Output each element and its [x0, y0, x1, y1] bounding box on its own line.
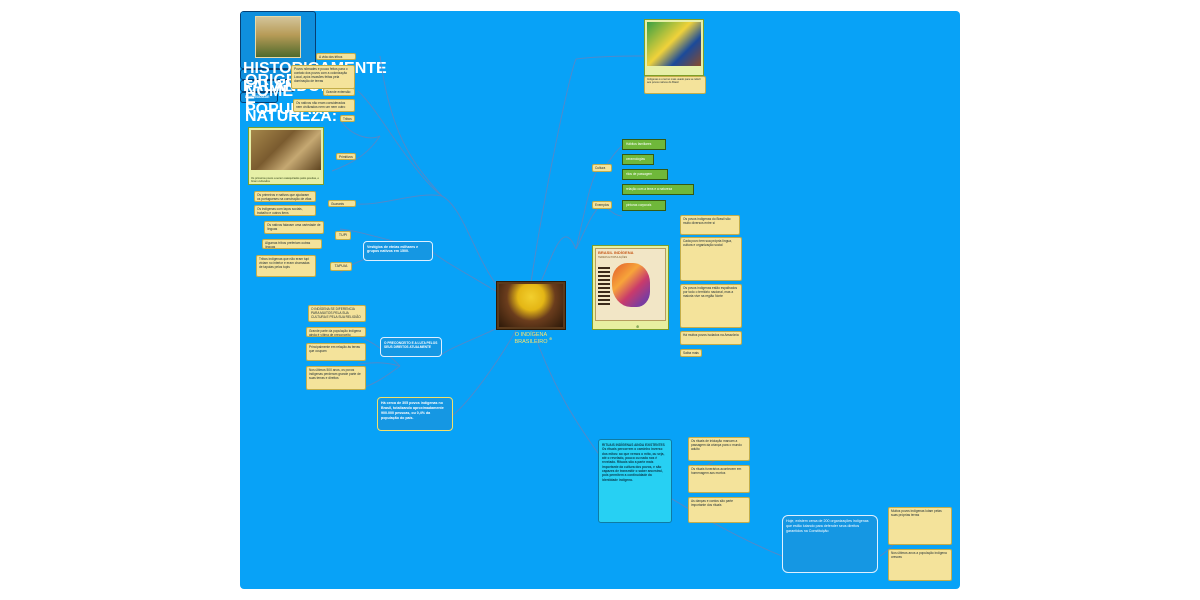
origem-item-3[interactable]: Grande extensão de: [323, 88, 355, 96]
forest-painting: [255, 16, 301, 58]
tapuia-node[interactable]: TAPUIA: [330, 262, 352, 271]
indigenous-chief-photo: [499, 284, 563, 327]
diversidade-note-3[interactable]: Os povos indígenas estão espalhados por …: [680, 284, 742, 328]
rituais-note-2[interactable]: Os rituais funerários acontecem em homen…: [688, 465, 750, 493]
root-image[interactable]: [496, 281, 566, 330]
jesuit-image-card[interactable]: Os primeiros povos a serem catequizados …: [248, 127, 324, 185]
vestigios-note-3[interactable]: Tribos indígenas que não eram tupi vivia…: [256, 255, 316, 277]
diversidade-node[interactable]: DIVERSIDADE: [240, 92, 278, 103]
rituais-text: Os rituais percorrem o caminho inverso d…: [602, 447, 665, 482]
green-item-5[interactable]: pinturas corporais: [622, 200, 666, 211]
link-icon[interactable]: ⊕: [246, 105, 249, 110]
green-item-1[interactable]: Hábitos familiares: [622, 139, 666, 150]
preconceito-note-2[interactable]: Grande parte da população indígena ainda…: [306, 327, 366, 337]
nome-popular-node[interactable]: NOME POPULAR:⇗: [240, 80, 329, 133]
preconceito-node[interactable]: O PRECONCEITO E A LUTA PELOS SEUS DIREIT…: [380, 337, 442, 357]
root-title[interactable]: O INDÍGENA BRASILEIRO: [514, 332, 548, 346]
diversidade-note-1[interactable]: Os povos indígenas do Brasil são muito d…: [680, 215, 740, 235]
populacao-node[interactable]: Há cerca de 305 povos indígenas no Brasi…: [377, 397, 453, 431]
vestigios-note-1[interactable]: Os nativos falavam uma variedade de líng…: [264, 221, 324, 234]
hoje-node[interactable]: Hoje, existem cerca de 200 organizações …: [782, 515, 878, 573]
origem-item-4[interactable]: Os nativos não eram considerados nem civ…: [293, 99, 355, 112]
rituais-title: RITUAIS INDÍGENAS AINDA EXISTENTES: [602, 443, 665, 447]
exemplos-node[interactable]: Exemplos: [592, 201, 612, 209]
origem-item-2[interactable]: Povos nômades e pouco feitos para o cont…: [291, 65, 355, 89]
green-item-4[interactable]: relação com a terra e a natureza: [622, 184, 694, 195]
hoje-note-2[interactable]: Nos últimos anos a população indígena cr…: [888, 549, 952, 581]
green-item-2[interactable]: ceramologias: [622, 154, 654, 165]
preconceito-note-1[interactable]: O INDÍGENA SE DIFERENCIA PARA MUITOS PEL…: [308, 305, 366, 322]
brasil-indigena-map[interactable]: BRASIL INDÍGENA TERRAS E POPULAÇÕES ⊕: [592, 245, 669, 330]
brazil-map-shape: [612, 263, 650, 307]
hoje-note-1[interactable]: Muitos povos indígenas lutam pelas suas …: [888, 507, 952, 545]
preconceito-note-4[interactable]: Nos últimos 500 anos, os povos indígenas…: [306, 366, 366, 390]
map-panel: BRASIL INDÍGENA TERRAS E POPULAÇÕES: [595, 248, 666, 321]
rituais-node[interactable]: RITUAIS INDÍGENAS AINDA EXISTENTES Os ri…: [598, 439, 672, 523]
map-subtitle: TERRAS E POPULAÇÕES: [598, 256, 628, 259]
origem-item-1[interactable]: A vida dos tribos brasileira: [316, 53, 356, 60]
origem-subnote-1[interactable]: Os primeiros e nativos que ajudaram os p…: [254, 191, 316, 202]
map-title: BRASIL INDÍGENA: [598, 250, 634, 255]
origem-subnote-2[interactable]: Os indígenas com laços sociais, trabalho…: [254, 205, 316, 216]
jesuit-painting: [251, 130, 321, 170]
vestigios-note-2[interactable]: Algumas tribos preferiam outras línguas: [262, 239, 322, 249]
tupi-node[interactable]: TUPI: [335, 231, 351, 240]
brazil-flag-photo: [647, 22, 701, 66]
map-legend: [598, 267, 610, 307]
rituais-note-1[interactable]: Os rituais de iniciação marcam a passage…: [688, 437, 750, 461]
globe-icon[interactable]: ⊕: [549, 336, 553, 341]
diversidade-small[interactable]: Saiba mais: [680, 349, 702, 357]
preconceito-note-3[interactable]: Principalmente em relação às terras que …: [306, 343, 366, 361]
nome-popular-caption[interactable]: Indígenas é o termo mais usado para se r…: [644, 76, 706, 94]
diversidade-note-2[interactable]: Cada povo tem sua própria língua, cultur…: [680, 237, 742, 281]
image-icon[interactable]: ⊕: [636, 324, 640, 329]
jesuit-caption: Os primeiros povos a serem catequizados …: [251, 176, 319, 183]
vestigios-node[interactable]: Vestígios de etnias milhares e grupos na…: [363, 241, 433, 261]
diversidade-note-4[interactable]: Há muitos povos isolados na Amazônia: [680, 331, 742, 345]
green-item-3[interactable]: ritos de passagem: [622, 169, 668, 180]
flag-woman-image[interactable]: [644, 19, 704, 76]
origem-item-7[interactable]: Guaranis: [328, 200, 356, 207]
origem-item-6[interactable]: Primitivos: [336, 153, 356, 160]
rituais-note-3[interactable]: As danças e cantos são parte importante …: [688, 497, 750, 523]
origem-item-5[interactable]: Tribos: [340, 115, 355, 122]
cultura-node[interactable]: Cultura: [592, 164, 612, 172]
mind-map-canvas: O INDÍGENA BRASILEIRO ⊕ HISTORICAMENTE F…: [240, 11, 960, 589]
